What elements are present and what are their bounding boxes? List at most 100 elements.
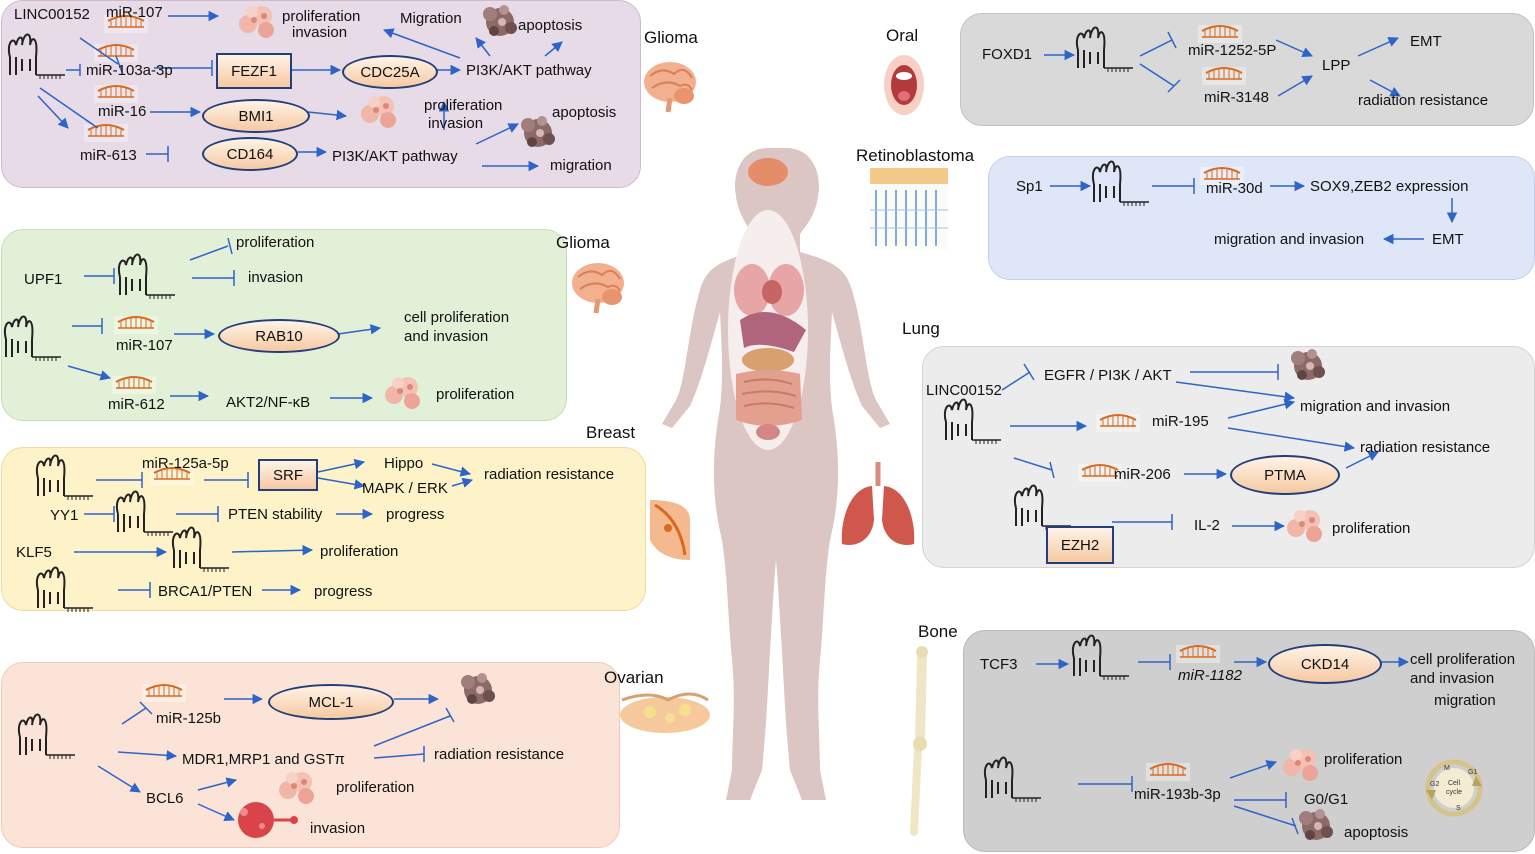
br-radiation-resistance: radiation resistance [484, 466, 615, 483]
title-glioma-2: Glioma [556, 233, 610, 252]
br-mir-125a-5p: miR-125a-5p [142, 455, 229, 472]
invasion-cell-graphic [238, 802, 298, 838]
g2-upf1: UPF1 [24, 271, 63, 288]
bo-cell-proliferation: cell proliferation [1410, 651, 1516, 668]
rb-emt: EMT [1432, 231, 1464, 248]
g1-proliferation: proliferation [282, 8, 361, 25]
g1-invasion: invasion [292, 24, 348, 41]
lu-proliferation: proliferation [1332, 520, 1411, 537]
lu-ptma-oval: PTMA [1230, 455, 1340, 495]
cell-cycle-m: M [1444, 765, 1450, 772]
glioma-brain-icon [644, 62, 696, 112]
lu-mir-195: miR-195 [1152, 413, 1209, 430]
or-radiation-resistance: radiation resistance [1358, 92, 1489, 109]
g2-akt2-nfkb: AKT2/NF-κB [226, 394, 311, 411]
bo-mir-193b-3p: miR-193b-3p [1134, 786, 1221, 803]
rb-sp1: Sp1 [1016, 178, 1043, 195]
g2-mir-612: miR-612 [108, 396, 165, 413]
ov-bcl6: BCL6 [146, 790, 184, 807]
g1-linc00152: LINC00152 [14, 6, 90, 23]
g1-mir-613: miR-613 [80, 147, 137, 164]
g1-fezf1-box: FEZF1 [216, 53, 292, 89]
lu-il-2: IL-2 [1194, 517, 1220, 534]
g1-cd164-oval: CD164 [202, 137, 298, 171]
g2-proliferation-2: proliferation [436, 386, 515, 403]
g1-proliferation-2: proliferation [424, 97, 503, 114]
br-mapk-erk: MAPK / ERK [362, 480, 448, 497]
rb-mir-30d: miR-30d [1206, 180, 1263, 197]
bo-proliferation: proliferation [1324, 751, 1403, 768]
g1-pi3k-akt-1: PI3K/AKT pathway [466, 62, 592, 79]
ov-proliferation: proliferation [336, 779, 415, 796]
br-klf5: KLF5 [16, 544, 52, 561]
title-bone: Bone [918, 622, 958, 641]
or-emt: EMT [1410, 33, 1442, 50]
mouth-icon [884, 55, 924, 115]
title-retinoblastoma: Retinoblastoma [856, 146, 975, 165]
g1-cdc25a-oval: CDC25A [342, 55, 438, 89]
cell-cycle-s: S [1456, 805, 1461, 812]
bo-g0-g1: G0/G1 [1304, 791, 1349, 808]
rb-migration-invasion: migration and invasion [1214, 231, 1365, 248]
lu-mir-206: miR-206 [1114, 466, 1171, 483]
ov-radiation-resistance: radiation resistance [434, 746, 565, 763]
title-oral: Oral [886, 26, 919, 45]
g1-migration: Migration [400, 10, 462, 27]
bo-ckd14-oval: CKD14 [1268, 644, 1382, 684]
br-srf-box: SRF [258, 459, 318, 491]
bo-mir-1182: miR-1182 [1178, 667, 1242, 684]
br-brca1-pten: BRCA1/PTEN [158, 583, 253, 600]
title-breast: Breast [586, 423, 636, 442]
g2-rab10-oval: RAB10 [218, 319, 340, 353]
ov-mcl-1-oval: MCL-1 [268, 684, 394, 720]
lu-migration-invasion: migration and invasion [1300, 398, 1451, 415]
or-lpp: LPP [1322, 57, 1351, 74]
lungs-icon [841, 462, 915, 545]
g2-and-invasion: and invasion [404, 328, 489, 345]
lu-radiation-resistance: radiation resistance [1360, 439, 1491, 456]
human-body-illustration [662, 148, 890, 800]
lung-panel [922, 346, 1535, 568]
g2-mir-107: miR-107 [116, 337, 173, 354]
g1-apoptosis: apoptosis [518, 17, 583, 34]
bo-tcf3: TCF3 [980, 656, 1018, 673]
br-proliferation: proliferation [320, 543, 399, 560]
g1-bmi1-oval: BMI1 [202, 99, 310, 133]
cell-cycle-g2: G2 [1430, 781, 1439, 788]
retinoblastoma-panel [988, 156, 1535, 280]
br-progress: progress [386, 506, 445, 523]
br-yy1: YY1 [50, 507, 79, 524]
cell-cycle-label-cycle: cycle [1446, 789, 1462, 796]
cell-cycle-label-cell: Cell [1448, 780, 1461, 787]
oral-panel [960, 13, 1534, 126]
bo-migration: migration [1434, 692, 1496, 709]
bone-icon [910, 646, 928, 836]
or-foxd1: FOXD1 [982, 46, 1033, 63]
or-mir-1252-5p: miR-1252-5P [1188, 42, 1277, 59]
cell-cycle-icon: Cell cycle M G1 G2 S [1425, 759, 1483, 817]
g2-proliferation: proliferation [236, 234, 315, 251]
rb-sox9-zeb2: SOX9,ZEB2 expression [1310, 178, 1469, 195]
ov-mir-125b: miR-125b [156, 710, 222, 727]
title-glioma-1: Glioma [644, 28, 698, 47]
lu-linc00152: LINC00152 [926, 382, 1002, 399]
br-hippo: Hippo [384, 455, 424, 472]
g2-cell-proliferation: cell proliferation [404, 309, 510, 326]
ov-mdr1-mrp1-gst: MDR1,MRP1 and GSTπ [182, 751, 345, 768]
title-lung: Lung [902, 319, 940, 338]
breast-panel [1, 447, 646, 611]
g2-invasion: invasion [248, 269, 304, 286]
g1-mir-103a-3p: miR-103a-3p [86, 62, 173, 79]
lu-egfr-pi3k-akt: EGFR / PI3K / AKT [1044, 367, 1172, 384]
br-progress-2: progress [314, 583, 373, 600]
bo-and-invasion: and invasion [1410, 670, 1495, 687]
lu-ezh2-box: EZH2 [1046, 526, 1114, 564]
bone-panel [963, 630, 1535, 852]
g1-apoptosis-2: apoptosis [552, 104, 617, 121]
g1-mir-107: miR-107 [106, 4, 163, 21]
breast-icon [650, 500, 690, 560]
cell-cycle-g1: G1 [1468, 769, 1477, 776]
g1-mir-16: miR-16 [98, 103, 147, 120]
g1-migration-2: migration [550, 157, 612, 174]
